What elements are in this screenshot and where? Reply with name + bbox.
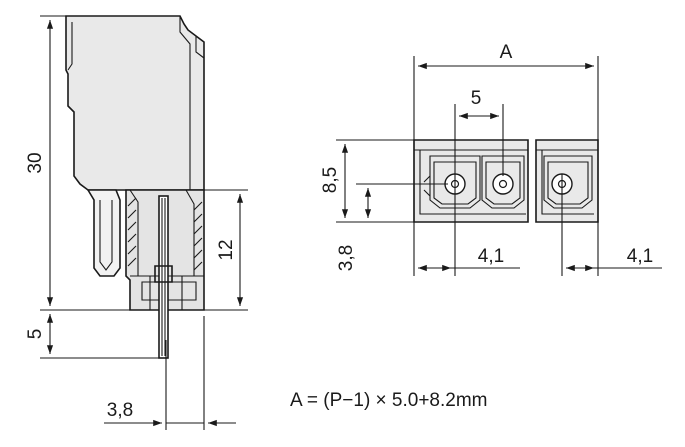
hatching — [127, 197, 203, 271]
latch-tab — [86, 189, 121, 277]
dim-label-4-1-left: 4,1 — [478, 246, 504, 267]
dim-label-8-5: 8,5 — [320, 167, 341, 193]
dim-label-3-8-side: 3,8 — [107, 400, 133, 421]
dim-label-pitch: 5 — [471, 88, 482, 109]
contact-pin — [158, 195, 169, 359]
dim-label-12: 12 — [216, 239, 237, 260]
dim-label-a: A — [500, 42, 513, 63]
side-view: 30 5 12 3,8 — [25, 15, 248, 430]
formula-text: A = (P−1) × 5.0+8.2mm — [290, 390, 488, 411]
housing-body — [65, 15, 205, 191]
front-view: A 5 8,5 3,8 4,1 4,1 — [320, 42, 662, 276]
screw-hole-2 — [492, 173, 514, 195]
dim-label-3-8-front: 3,8 — [336, 245, 357, 271]
dim-label-30: 30 — [25, 152, 46, 173]
dim-label-5: 5 — [25, 329, 46, 340]
dim-label-4-1-right: 4,1 — [627, 246, 653, 267]
